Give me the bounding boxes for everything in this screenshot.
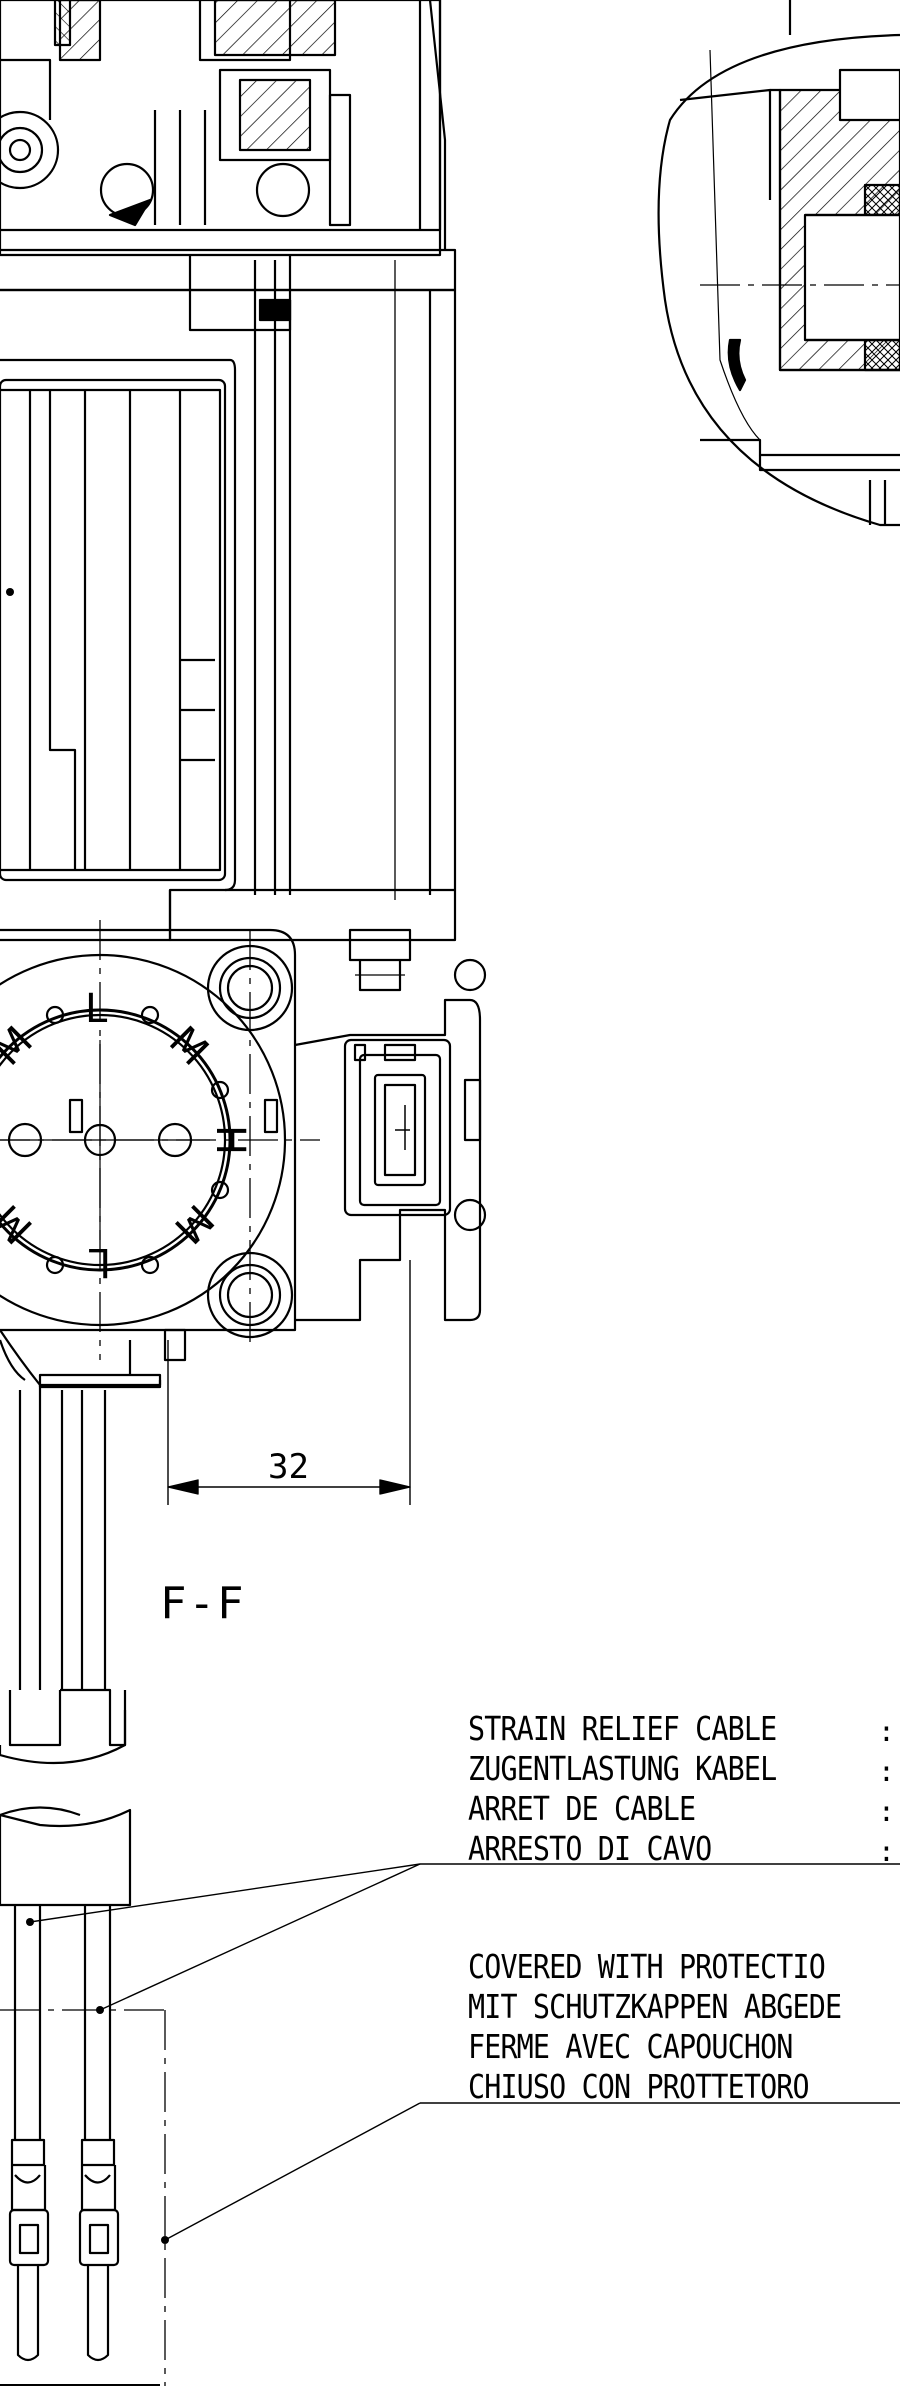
terminal-left	[8, 2138, 50, 2362]
cable-outlet	[0, 1328, 187, 1690]
dimension-value: 32	[268, 1447, 309, 1487]
centre-lines	[0, 920, 320, 2386]
note-strain-relief-line-fr: ARRET DE CABLE	[468, 1789, 696, 1828]
cable-sleeve	[0, 1688, 132, 1907]
dial-letter-bottom: L	[88, 1239, 111, 1285]
note-covered-line-de: MIT SCHUTZKAPPEN ABGEDE	[468, 1987, 842, 2026]
section-label: F-F	[160, 1578, 246, 1629]
note-strain-relief-line-it: ARRESTO DI CAVO	[468, 1829, 712, 1868]
note-covered-line-en: COVERED WITH PROTECTIO	[468, 1947, 826, 1986]
note-separator: :	[878, 1755, 895, 1788]
note-strain-relief-line-en: STRAIN RELIEF CABLE	[468, 1709, 777, 1748]
dimension-32	[167, 1260, 411, 1505]
dial-letter-right: H	[207, 1125, 253, 1155]
note-strain-relief-line-de: ZUGENTLASTUNG KABEL	[468, 1749, 777, 1788]
wires	[0, 1905, 160, 2386]
connector-housing	[294, 958, 487, 1322]
note-covered-line-fr: FERME AVEC CAPOUCHON	[468, 2027, 793, 2066]
main-housing	[0, 260, 457, 992]
detail-view	[657, 0, 900, 527]
terminal-right	[78, 2138, 120, 2362]
dial-letter-top: L	[85, 986, 108, 1032]
note-covered-line-it: CHIUSO CON PROTTETORO	[468, 2067, 810, 2106]
top-mechanism	[0, 0, 457, 332]
note-separator: :	[878, 1835, 895, 1868]
note-separator: :	[878, 1715, 895, 1748]
note-separator: :	[878, 1795, 895, 1828]
leader-lines	[29, 1863, 900, 2241]
